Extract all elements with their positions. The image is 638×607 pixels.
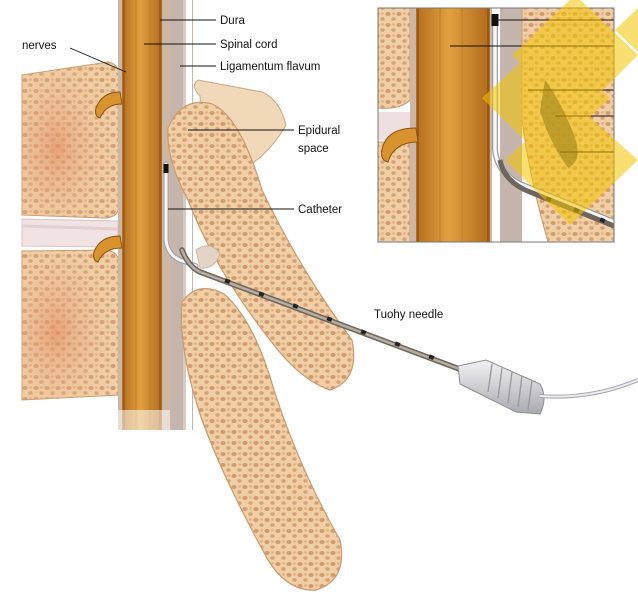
label-catheter: Catheter [298, 204, 342, 216]
catheter-tip [164, 164, 169, 173]
label-ligamentum-flavum: Ligamentum flavum [220, 61, 320, 73]
vertebral-body-upper [22, 62, 120, 218]
spinal-cord [118, 0, 170, 432]
label-nerves: nerves [22, 40, 57, 52]
vertebral-body-lower [22, 250, 120, 400]
label-tuohy-needle: Tuohy needle [374, 309, 443, 321]
label-epidural: Epidural [298, 125, 340, 137]
label-dura: Dura [220, 15, 246, 27]
needle-hub [458, 360, 638, 414]
label-spinal-cord: Spinal cord [220, 39, 278, 51]
label-epidural-space: space [298, 143, 329, 155]
